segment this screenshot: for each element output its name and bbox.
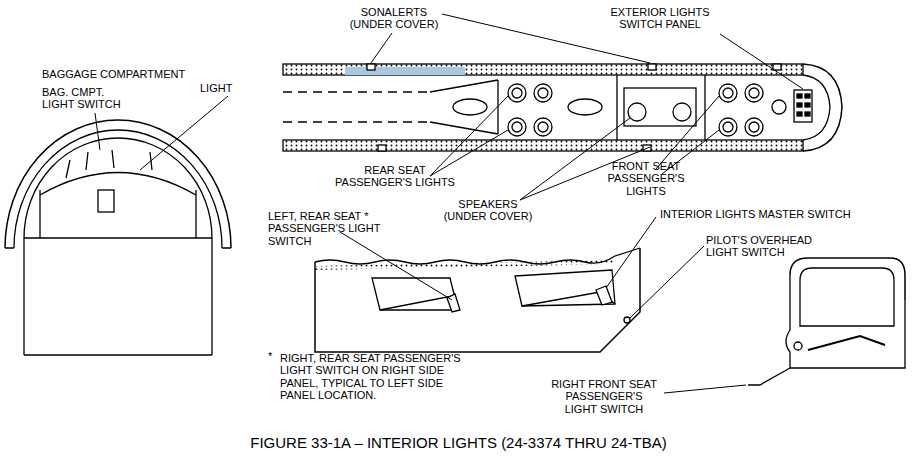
leader-line bbox=[95, 113, 100, 150]
callout-label: SONALERTS (UNDER COVER) bbox=[346, 6, 442, 31]
callout-label: BAG. CMPT. LIGHT SWITCH bbox=[42, 86, 126, 111]
callout-label: LIGHT bbox=[200, 82, 240, 94]
callout-label: REAR SEAT PASSENGER'S LIGHTS bbox=[330, 164, 460, 189]
leader-line bbox=[520, 118, 630, 200]
callout-label: RIGHT, REAR SEAT PASSENGER'S LIGHT SWITC… bbox=[280, 352, 480, 401]
leader-line bbox=[655, 96, 719, 170]
leader-line bbox=[664, 385, 746, 393]
leader-line bbox=[140, 96, 228, 170]
leader-line bbox=[371, 33, 392, 63]
baggage-compartment-view bbox=[5, 120, 231, 355]
callout-label: LEFT, REAR SEAT * PASSENGER'S LIGHT SWIT… bbox=[268, 210, 388, 247]
callout-label: RIGHT FRONT SEAT PASSENGER'S LIGHT SWITC… bbox=[548, 378, 660, 415]
leader-line bbox=[430, 130, 508, 176]
leader-line bbox=[430, 96, 508, 176]
leader-line bbox=[606, 217, 656, 288]
figure-caption: FIGURE 33-1A – INTERIOR LIGHTS (24-3374 … bbox=[0, 434, 917, 451]
callout-label: FRONT SEAT PASSENGER'S LIGHTS bbox=[590, 160, 702, 197]
leader-line bbox=[720, 34, 803, 89]
callout-label: SPEAKERS (UNDER COVER) bbox=[440, 198, 536, 223]
callout-label: PILOT'S OVERHEAD LIGHT SWITCH bbox=[706, 234, 816, 259]
side-panel-view bbox=[315, 248, 640, 352]
callout-label: INTERIOR LIGHTS MASTER SWITCH bbox=[660, 208, 890, 220]
door-view bbox=[748, 258, 905, 385]
callout-label: * bbox=[268, 350, 278, 362]
leader-line bbox=[630, 246, 704, 318]
cabin-top-view bbox=[283, 64, 842, 151]
leader-line bbox=[442, 14, 650, 63]
callout-label: EXTERIOR LIGHTS SWITCH PANEL bbox=[600, 6, 720, 31]
callout-label: BAGGAGE COMPARTMENT bbox=[42, 68, 202, 80]
leader-line bbox=[340, 232, 452, 300]
